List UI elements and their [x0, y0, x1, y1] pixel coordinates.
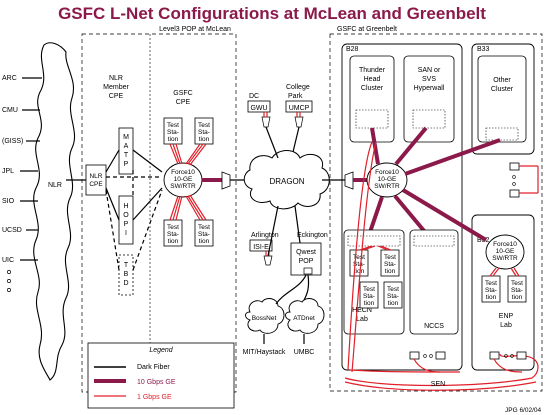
- greenbelt-optical-mux: [344, 171, 354, 190]
- atdnet-cloud: [285, 298, 325, 334]
- legend-dark-fiber: Dark Fiber: [137, 364, 170, 371]
- diagram-title: GSFC L-Net Configurations at McLean and …: [58, 4, 486, 23]
- site-uic: UIC: [2, 257, 14, 264]
- umbc-label: UMBC: [294, 349, 315, 356]
- test-station: [507, 275, 527, 303]
- legend-box: [87, 342, 235, 409]
- nccs-label: NCCS: [424, 323, 444, 330]
- dragon-label: DRAGON: [269, 177, 304, 186]
- mclean-optical-mux: [221, 171, 231, 190]
- dc-label: DC: [249, 93, 259, 100]
- atdnet-label: ATDnet: [293, 315, 315, 322]
- umcp-box: [285, 100, 313, 113]
- credit: JPG 6/02/04: [505, 407, 542, 414]
- arlington-label: Arlington: [251, 232, 279, 239]
- site-cmu: CMU: [2, 107, 18, 114]
- site-giss: (GISS): [2, 138, 23, 145]
- mclean-region: [81, 33, 237, 393]
- site-sio: SIO: [2, 198, 15, 205]
- test-station: [194, 219, 214, 247]
- gwu-label: GWU: [250, 105, 267, 112]
- mclean-links: [66, 149, 163, 271]
- test-station: [481, 275, 501, 303]
- legend-title: Legend: [149, 347, 173, 354]
- b32-force10-switch: [485, 234, 525, 270]
- test-station: [194, 117, 214, 145]
- nlr-cpe-box: [85, 164, 107, 196]
- bossnet-label: BossNet: [252, 315, 277, 322]
- b32-building: [471, 214, 535, 371]
- mit-haystack-label: MIT/Haystack: [243, 349, 286, 356]
- gwu-box: [247, 100, 271, 113]
- nlr-sites: ARC CMU (GISS) JPL SIO UCSD UIC: [2, 75, 42, 292]
- greenbelt-label: GSFC at Greenbelt: [337, 26, 397, 33]
- mclean-label: Level3 POP at McLean: [159, 26, 231, 33]
- site-arc: ARC: [2, 75, 17, 82]
- b28-label: B28: [346, 46, 359, 53]
- dragon-cloud: [243, 150, 330, 210]
- umcp-label: UMCP: [289, 105, 310, 112]
- gwu-umcp-links: [261, 112, 304, 159]
- test-station: [383, 281, 403, 309]
- tbd-box: [118, 254, 134, 296]
- nlr-label: NLR: [48, 182, 62, 189]
- bossnet-cloud: [245, 298, 285, 334]
- nccs: [409, 229, 459, 335]
- nlr-cloud: [33, 42, 76, 381]
- legend-1g: 1 Gbps GE: [137, 394, 172, 401]
- b28-building: [341, 43, 463, 371]
- isie-label: ISI-E: [253, 244, 269, 251]
- legend-10g: 10 Gbps GE: [137, 379, 176, 386]
- b33-devices: [509, 162, 539, 198]
- sen-label: SEN: [431, 381, 445, 388]
- eckington-label: Eckington: [297, 232, 328, 239]
- site-jpl: JPL: [2, 168, 14, 175]
- b33-label: B33: [477, 46, 490, 53]
- b33-building: [471, 43, 535, 155]
- other-cluster: [477, 55, 527, 143]
- site-ucsd: UCSD: [2, 227, 22, 234]
- greenbelt-force10-switch: [366, 162, 408, 198]
- eckington-links: [263, 274, 310, 344]
- isie-box: [249, 239, 273, 252]
- test-station: [359, 281, 379, 309]
- sen-devices: [347, 141, 527, 373]
